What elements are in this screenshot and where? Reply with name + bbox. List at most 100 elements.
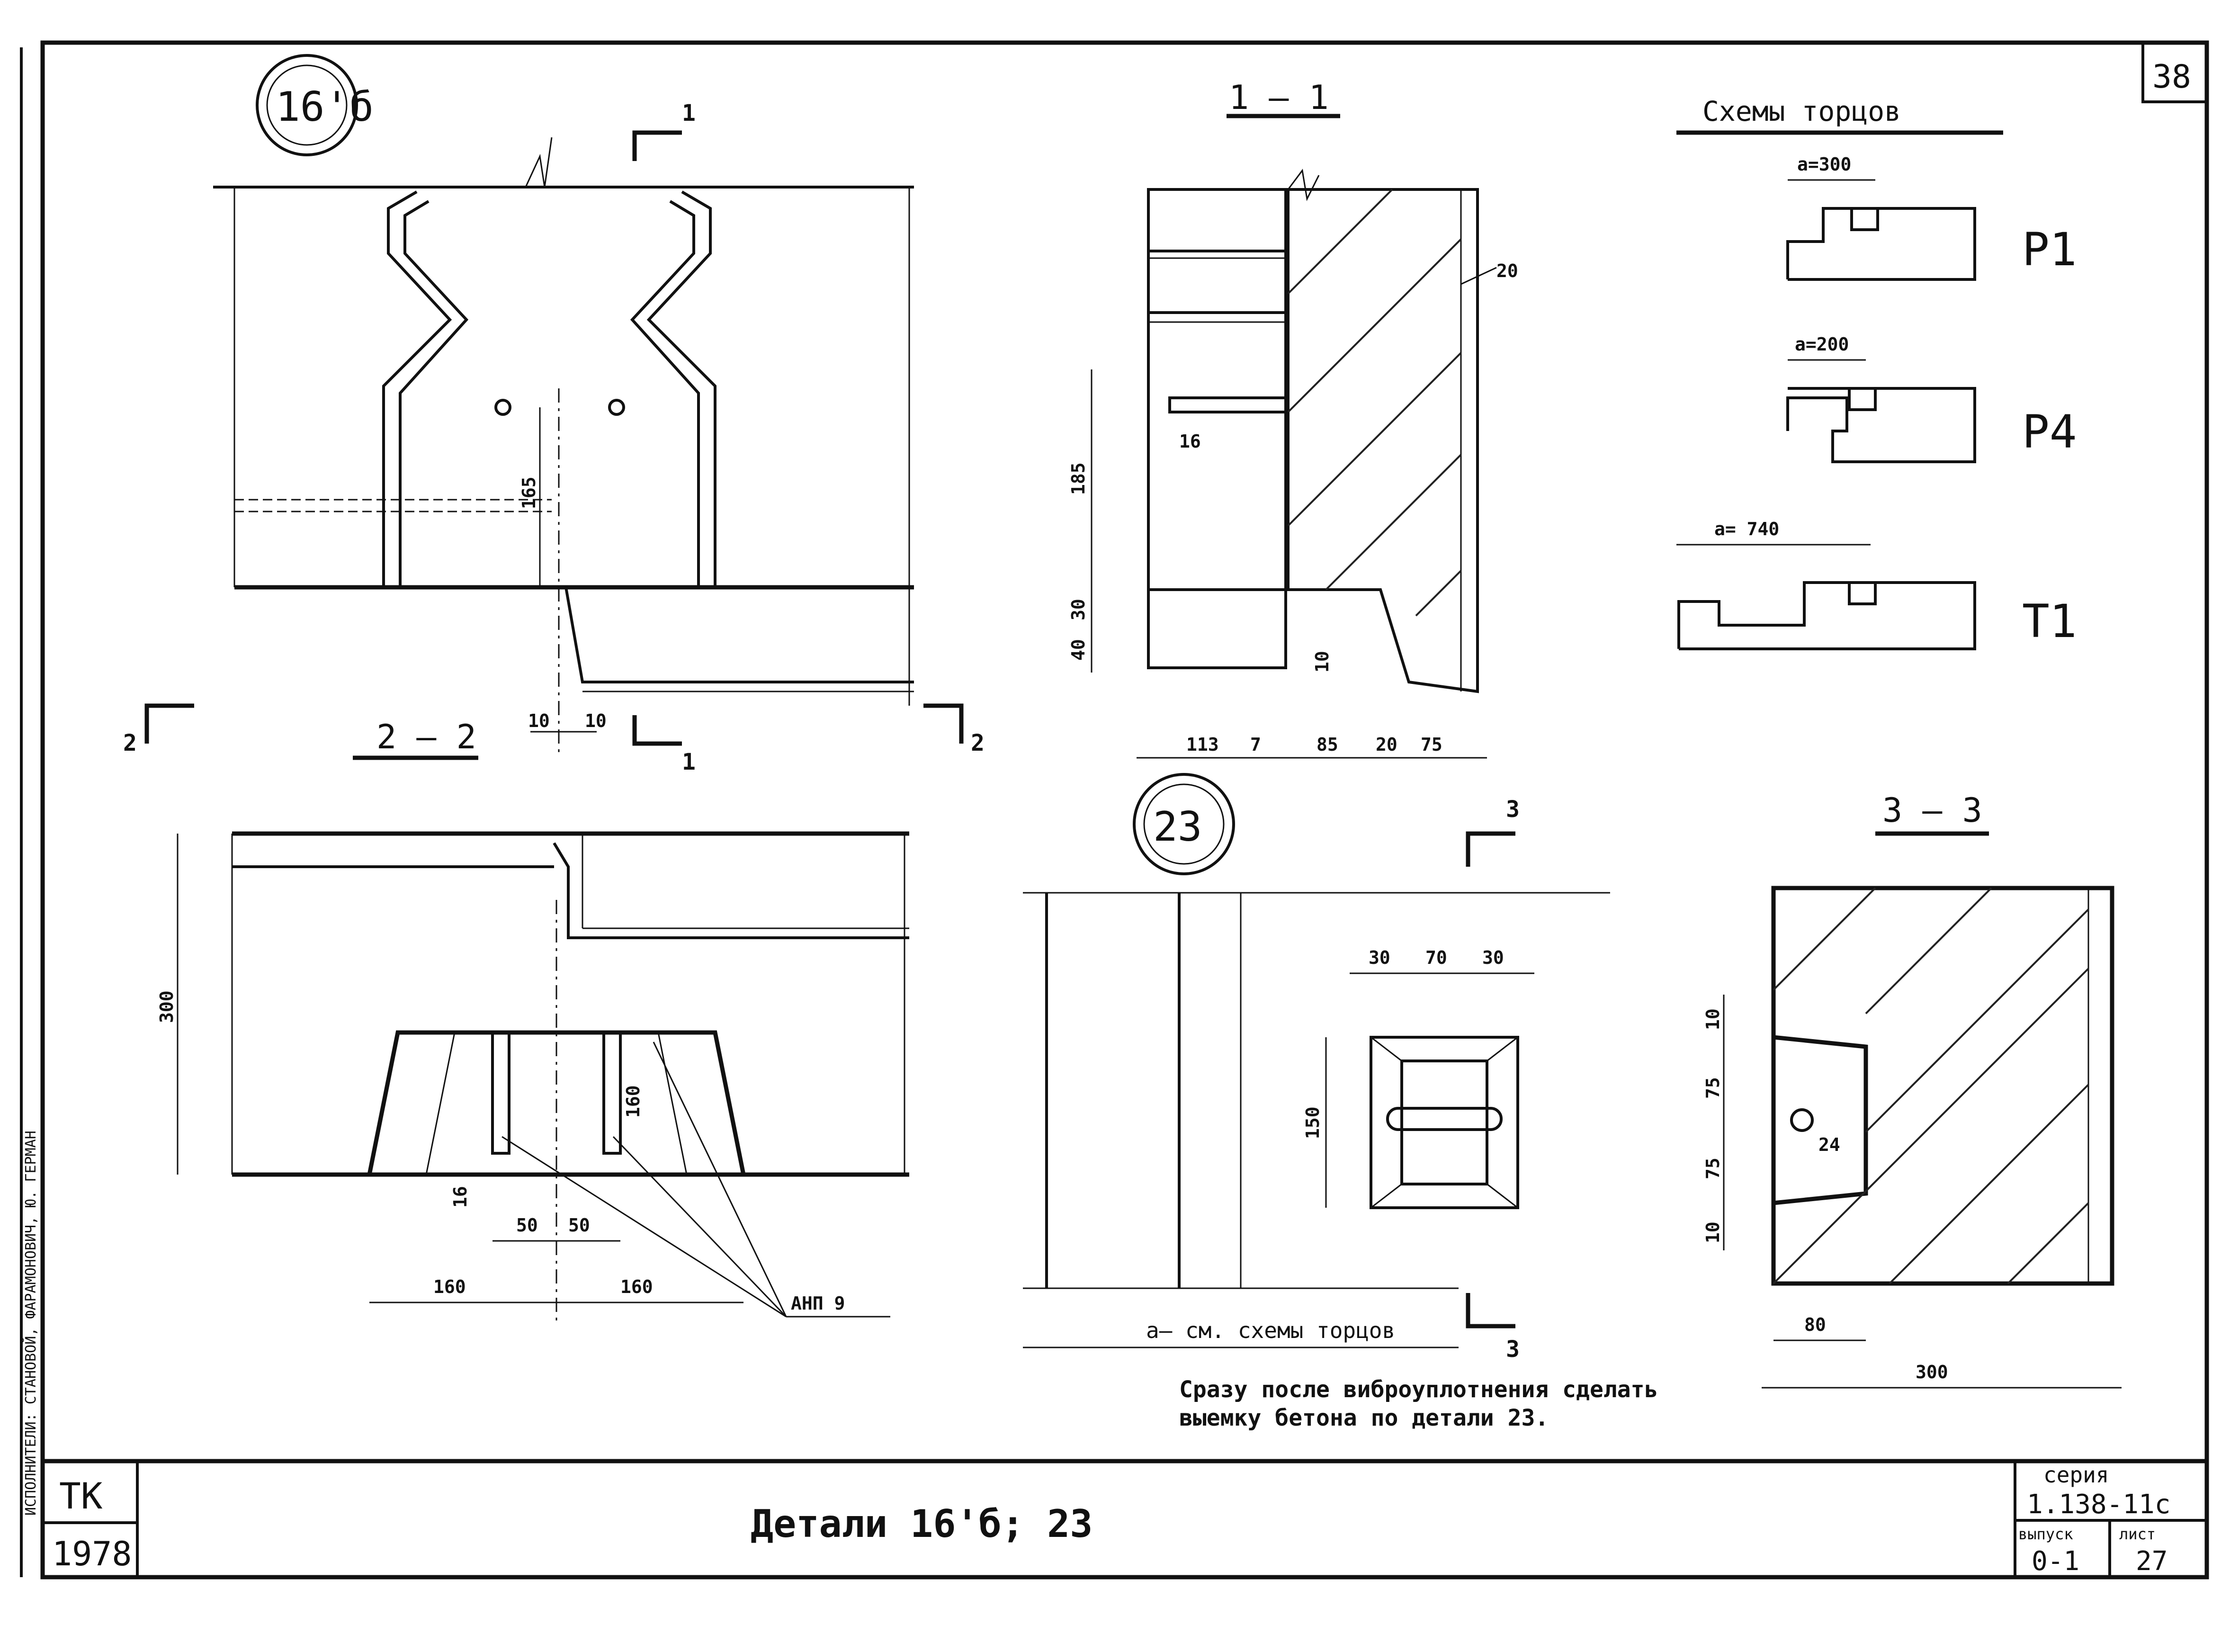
scheme-t1-a: a= 740 [1714,519,1779,539]
hatch-4 [1325,454,1462,591]
dim-165: 165 [519,476,539,509]
s33-bolt-hole [1790,1108,1814,1132]
section-mark-2-left-label: 2 [123,730,137,756]
s33-dim-300: 300 [1916,1362,1948,1383]
d23-recess-diag-3 [1370,1183,1402,1209]
slab-step [564,587,914,683]
dim-7: 7 [1250,734,1261,755]
dim-10-a: 10 [528,710,550,731]
hole-right [608,399,625,416]
d23-dim-70: 70 [1425,947,1447,968]
dim-160-vert: 160 [623,1085,644,1118]
tb-issue-label: выпуск [2018,1525,2073,1543]
detail-23: 23 30 70 30 150 3 3 a— см. схемы торцов [1023,773,1610,1363]
dim-185: 185 [1068,462,1089,495]
bent-rebar-left [382,190,452,587]
scheme-t1-label: Т1 [2022,595,2077,648]
s33-dim-10-a: 10 [1702,1008,1723,1030]
s33-hatch-1 [1773,887,1876,991]
concrete-body [1287,188,1479,693]
s33-dim-75-a: 75 [1702,1077,1723,1099]
tb-series-value: 1.138-11с [2027,1489,2170,1520]
rib-outline [1147,188,1287,669]
scheme-p4-outline [1786,387,1976,463]
scheme-p1-outline [1786,207,1976,281]
dim-50-b: 50 [568,1215,590,1236]
s33-recess [1771,1035,1868,1205]
scheme-p1-label: Р1 [2022,223,2077,276]
dim-160-b: 160 [620,1276,653,1297]
side-stamp: ИСПОЛНИТЕЛИ: СТАНОВОЙ, ФАРАМОНОВИЧ, Ю. Г… [22,1131,39,1516]
s33-body [1771,886,2114,1286]
tb-sheet-value: 27 [2136,1546,2167,1577]
dim-50-a: 50 [516,1215,538,1236]
detail-16b: 16'б 165 10 10 1 1 2 [123,54,985,775]
section-mark-3-bottom [1466,1293,1515,1329]
break-mark-1-1 [1287,169,1320,201]
title-block: ТК 1978 Детали 16'б; 23 серия 1.138-11с … [43,1461,2207,1577]
rebar-leader-3 [653,1041,787,1317]
embedded-plate [1168,396,1287,413]
section-mark-3-top-label: 3 [1506,796,1520,823]
scheme-p4-a: a=200 [1795,334,1849,355]
rib-inner-left [425,1032,456,1175]
dim-40: 40 [1068,639,1089,661]
rib-inner-right [657,1032,688,1175]
section-mark-2-right-label: 2 [971,730,985,756]
section-3-3-title: 3 — 3 [1882,791,1982,830]
scheme-p1-groove [1850,207,1879,231]
d23-dim-150: 150 [1302,1106,1323,1139]
section-mark-1-bottom [632,715,682,746]
dim-10-1-1: 10 [1312,651,1333,673]
d23-recess-outer [1370,1036,1519,1209]
s33-hatch-2 [1773,968,2089,1284]
scheme-p4-label: Р4 [2022,405,2077,458]
scheme-p1-a: a=300 [1797,154,1851,175]
detail-23-marker: 23 [1153,803,1202,851]
d23-a-note: a— см. схемы торцов [1146,1318,1395,1343]
section-mark-3-top [1466,831,1515,867]
panel-step [553,842,909,939]
bent-rebar-right [646,190,716,587]
dim-113: 113 [1186,734,1219,755]
section-2-2-title: 2 — 2 [376,718,476,756]
section-2-2: 2 — 2 300 160 16 50 50 160 160 АНП 9 [156,718,909,1326]
section-3-3: 3 — 3 10 75 75 10 24 80 300 [1702,791,2122,1389]
rib-trapezoid [367,1030,746,1175]
end-schemes-title: Схемы торцов [1702,95,1901,127]
s33-hatch-6 [2007,1202,2089,1284]
note-line-1: Сразу после виброуплотнения сделать [1179,1376,1658,1403]
detail-23-marker-inner [1143,783,1225,865]
section-mark-2-left [144,703,194,744]
detail-23-marker-outer [1133,773,1235,875]
hatch-5 [1415,570,1462,617]
s33-hatch-3 [1865,908,2089,1133]
tb-year: 1978 [52,1535,132,1573]
section-1-1: 1 — 1 20 16 185 40 30 10 113 7 85 20 75 [1068,78,1518,759]
dim-75: 75 [1421,734,1442,755]
d23-dim-30-a: 30 [1369,947,1390,968]
section-mark-3-bottom-label: 3 [1506,1336,1520,1363]
detail-16b-marker-outer [256,54,358,156]
d23-recess-diag-1 [1370,1036,1402,1062]
tb-sheet-label: лист [2119,1525,2156,1543]
bent-rebar-right-inner [630,200,700,587]
d23-dim-30-b: 30 [1482,947,1504,968]
hatch-2 [1287,238,1462,413]
tb-title: Детали 16'б; 23 [751,1502,1093,1546]
section-1-1-title: 1 — 1 [1229,78,1329,117]
section-mark-1-top-label: 1 [682,100,696,126]
dim-16: 16 [1179,431,1201,452]
s33-hatch-5 [1889,1084,2089,1284]
section-mark-1-top [632,130,682,161]
hatch-1 [1287,189,1393,295]
scheme-t1-groove [1848,581,1877,605]
sheet-number-box [2141,41,2208,103]
dim-160-a: 160 [433,1276,466,1297]
s33-hatch-4 [1865,887,1992,1015]
rebar-leader-2 [612,1136,787,1318]
dim-16-2-2: 16 [450,1186,471,1208]
rebar-right [602,1031,622,1155]
dim-85: 85 [1317,734,1338,755]
